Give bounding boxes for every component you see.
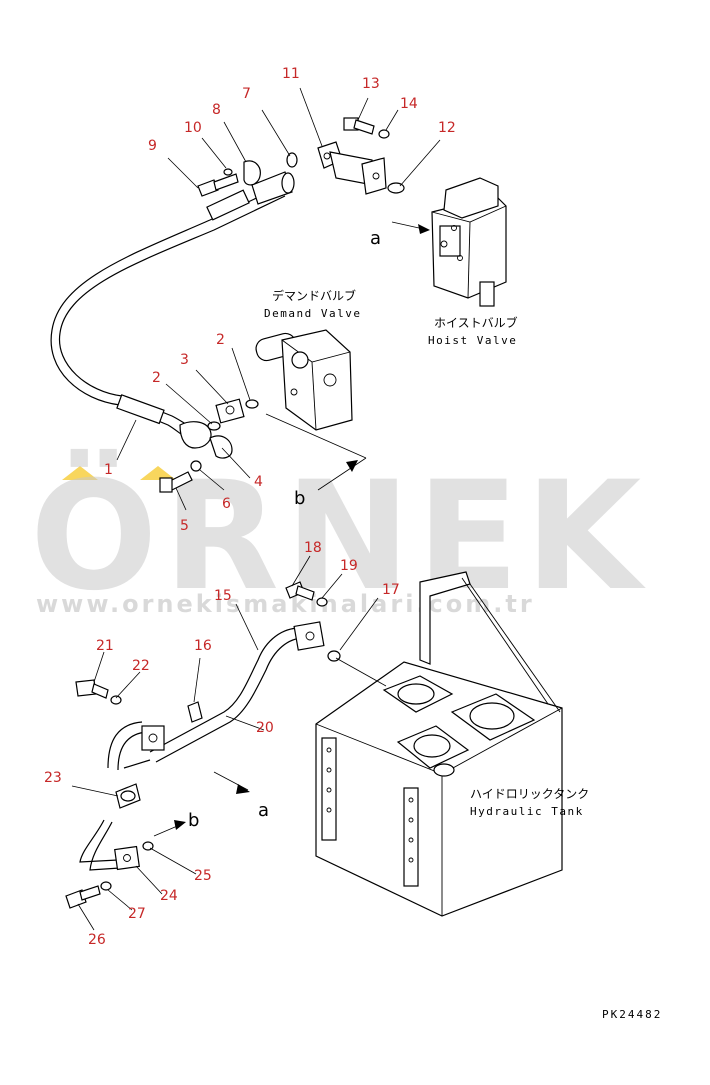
upper-bolts xyxy=(197,117,405,197)
callout-2-left: 2 xyxy=(152,370,161,386)
callout-18: 18 xyxy=(304,540,322,556)
callout-16: 16 xyxy=(194,638,212,654)
watermark-accent-left xyxy=(62,466,98,480)
demand-valve xyxy=(255,329,353,431)
demand-valve-fittings xyxy=(159,398,259,493)
component-labels: デマンドバルブ Demand Valve ホイストバルブ Hoist Valve… xyxy=(264,288,589,818)
callout-13: 13 xyxy=(362,76,380,92)
callout-24: 24 xyxy=(160,888,178,904)
callout-7: 7 xyxy=(242,86,251,102)
connection-letters: a b a b xyxy=(188,228,381,831)
callout-11: 11 xyxy=(282,66,300,82)
callouts: 1 2 2 3 4 5 6 7 8 9 10 11 12 13 14 15 16… xyxy=(44,66,456,948)
callout-27: 27 xyxy=(128,906,146,922)
watermark-accent-right xyxy=(140,466,176,480)
callout-19: 19 xyxy=(340,558,358,574)
callout-5: 5 xyxy=(180,518,189,534)
callout-22: 22 xyxy=(132,658,150,674)
hoist-valve xyxy=(431,177,507,307)
callout-25: 25 xyxy=(194,868,212,884)
watermark-brand: ÖRNEK xyxy=(30,448,647,624)
watermark: ÖRNEK www.ornekismakinalari.com.tr xyxy=(30,448,647,624)
hoist-valve-label-en: Hoist Valve xyxy=(428,334,517,347)
callout-6: 6 xyxy=(222,496,231,512)
upper-tube xyxy=(50,171,295,449)
callout-26: 26 xyxy=(88,932,106,948)
fitting-11 xyxy=(317,141,387,195)
callout-20: 20 xyxy=(256,720,274,736)
hoist-valve-label-jp: ホイストバルブ xyxy=(434,315,518,330)
callout-17: 17 xyxy=(382,582,400,598)
drawing-code: PK24482 xyxy=(602,1008,662,1021)
demand-valve-label-jp: デマンドバルブ xyxy=(272,288,356,303)
callout-4: 4 xyxy=(254,474,263,490)
connection-b-upper: b xyxy=(294,488,305,509)
leader-lines xyxy=(71,87,441,931)
callout-8: 8 xyxy=(212,102,221,118)
lower-pipe xyxy=(65,819,154,909)
callout-9: 9 xyxy=(148,138,157,154)
callout-14: 14 xyxy=(400,96,418,112)
hydraulic-tank-label-jp: ハイドロリックタンク xyxy=(470,787,589,801)
callout-12: 12 xyxy=(438,120,456,136)
lower-left-fittings xyxy=(75,679,165,809)
callout-21: 21 xyxy=(96,638,114,654)
callout-2-right: 2 xyxy=(216,332,225,348)
watermark-url: www.ornekismakinalari.com.tr xyxy=(36,590,535,618)
callout-1: 1 xyxy=(104,462,113,478)
connection-arrows xyxy=(153,221,430,837)
callout-23: 23 xyxy=(44,770,62,786)
connection-b-lower: b xyxy=(188,810,199,831)
hydraulic-tank-label-en: Hydraulic Tank xyxy=(470,805,584,818)
connection-a-upper: a xyxy=(370,228,381,249)
connection-a-lower: a xyxy=(258,800,269,821)
callout-15: 15 xyxy=(214,588,232,604)
demand-valve-label-en: Demand Valve xyxy=(264,307,361,320)
callout-3: 3 xyxy=(180,352,189,368)
callout-10: 10 xyxy=(184,120,202,136)
hydraulic-tank xyxy=(315,571,563,917)
